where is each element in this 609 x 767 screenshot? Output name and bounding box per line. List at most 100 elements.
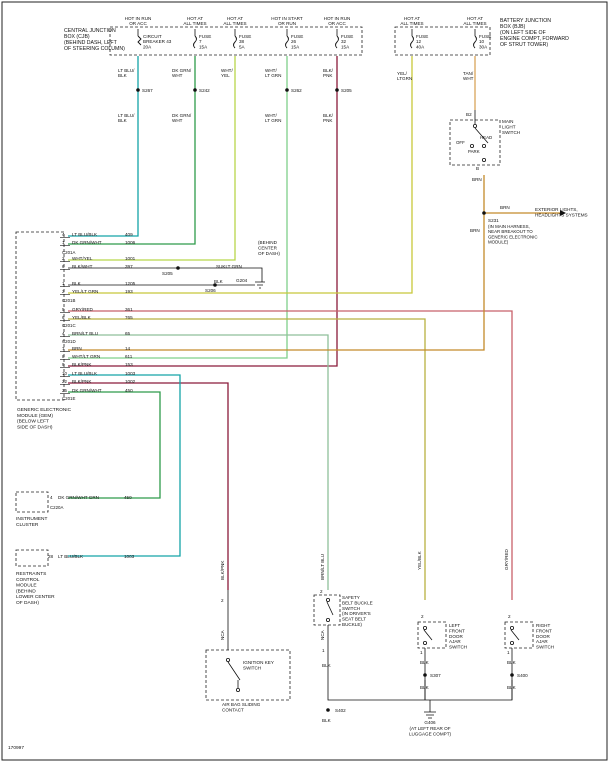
gem-pin: 1 [62,281,65,286]
wire-color-label: NCA [220,629,225,640]
cluster-pin: 4 [50,495,53,500]
wire-color-label: GRY/RED [504,548,509,570]
fuse-symbol [193,35,197,49]
switch-arm [227,661,241,681]
wire-color-label: BRN/LT BLU [320,554,325,580]
ignition-outline [205,649,291,701]
splice-dot [326,708,330,712]
belt-switch-label: SEAT BELT [342,617,366,622]
fuse-head: HOT IN START [271,16,303,21]
g204-note: CENTER [258,245,278,250]
wire-color-label: SUKLT GRN [216,264,242,269]
gem-outline [15,231,65,401]
g204-note: (BEHIND [258,240,278,245]
wire-color-label: WHT [463,76,474,81]
gem-wire-name: DK GRN/WHT [72,240,102,245]
fuse-symbol [473,35,477,49]
switch-pin: B [476,166,479,171]
gem-wire-name: LT BLU/BLK [72,371,98,376]
headlamp-switch-label: MAIN [502,119,513,124]
left-door-label: DOOR [449,634,463,639]
gem-circuit-number: 1001 [125,256,136,261]
wire-wht-yel [68,56,236,261]
gem-label: (BELOW LEFT [17,419,49,425]
wire-brn-lt-blu [68,334,329,590]
fuse-head: ALL TIMES [223,21,246,26]
gem-wire-name: BRN [72,346,82,351]
switch-pin: 1 [420,650,423,655]
terminal [509,626,514,631]
right-door-switch-outline [504,621,534,649]
gem-circuit-number: 1003 [125,371,136,376]
rcm-label: RESTRAINTS [16,571,46,577]
wire-color-label: LT GRN [265,118,281,123]
splice-id: S231 [488,218,499,223]
splice-id: S205 [162,271,173,276]
gem-label: SIDE OF DASH) [17,424,53,430]
ground-symbol [424,711,436,719]
splice-id: S205 [341,88,352,93]
terminal [481,157,486,162]
wire-color-label: DK GRN/ [172,113,192,118]
fuse-symbol [233,35,237,49]
wire-color-label: BLK [420,660,430,665]
fuse-head: HOT AT [227,16,243,21]
gem-circuit-number: 1006 [125,240,136,245]
wire-color-label: BRN [500,205,510,210]
bjb-label: OF STRUT TOWER) [500,42,548,48]
fuse-label: 30A [479,44,488,49]
fuse-label: 10 [479,39,485,44]
fuse-label: 15A [341,44,350,49]
gem-wire-name: YEL/BLK [72,315,92,320]
gem-wire-name: WHT/YEL [72,256,93,261]
fuse-symbol [285,35,289,49]
gem-circuit-number: 193 [125,289,133,294]
fuse-label: FUSE [479,34,491,39]
wire-lt-blu-blk-rcm [68,374,181,557]
cluster-circuit-number: 450 [124,495,132,500]
wire-color-label: BLK [214,279,224,284]
wire-color-label: PNK [323,118,333,123]
cluster-connector-id: C220A [50,505,63,510]
switch-pin: 2 [421,614,424,619]
terminal [225,658,230,663]
splice-dot [176,266,180,270]
splice-dot [193,88,197,92]
splice-note: GENERIC ELECTRONIC [488,234,538,239]
rcm-outline [15,549,49,567]
frame-reference: 170997 [8,745,24,751]
fuse-label: 15A [291,44,300,49]
headlamp-switch-label: LIGHT [502,124,516,129]
splice-dot [136,88,140,92]
wire-color-label: DK GRN/ [172,68,192,73]
wire-color-label: NCA [320,629,325,640]
wire-color-label: LT GRN [265,73,281,78]
fuse-label: 26 [291,39,297,44]
circuit-breaker-label: 20A [143,44,152,49]
splice-id: S262 [291,88,302,93]
switch-arm [326,601,334,616]
fuse-symbol [335,35,339,49]
wire-color-label: BLK [420,685,430,690]
wire-dk-grn-wht [68,56,196,245]
component-layer [15,26,566,719]
wire-color-label: WHT/ [265,113,277,118]
ground-note: (AT LEFT REAR OF [409,726,450,731]
wire-blk-pnk [68,56,338,367]
wire-color-label: BLK/ [323,113,334,118]
fuse-label: FUSE [239,34,251,39]
splice-dot [510,673,514,677]
terminal [422,626,427,631]
wire-color-label: BLK [118,118,128,123]
rcm-label: (BEHIND [16,588,36,594]
cluster-wire-name: DK GRN/WHT GRN [58,495,99,500]
wire-color-label: LT BLU/ [118,68,135,73]
right-door-label: DOOR [536,634,550,639]
rcm-wire-name: LT BLU/BLK [58,554,84,559]
right-door-label: AJAR [536,639,548,644]
wire-gry-red [68,310,513,600]
terminal [235,688,240,693]
wire-layer [68,56,560,712]
